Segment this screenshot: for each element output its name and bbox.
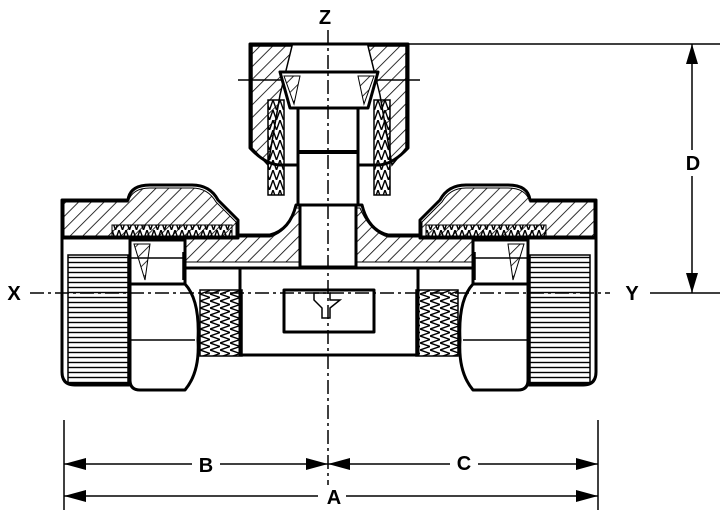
- right-ferrule: [458, 238, 530, 392]
- label-x: X: [7, 283, 21, 305]
- left-threads: [111, 224, 243, 357]
- label-y: Y: [625, 283, 639, 305]
- top-ferrule: [278, 70, 380, 110]
- label-b: B: [199, 455, 213, 477]
- left-nut: [60, 183, 240, 387]
- label-a: A: [327, 487, 341, 509]
- dimension-b-c: [63, 420, 599, 510]
- label-d: D: [686, 153, 700, 175]
- right-threads: [415, 224, 547, 357]
- label-c: C: [457, 453, 471, 475]
- left-ferrule: [128, 238, 200, 392]
- top-threads: [267, 99, 391, 196]
- right-nut: [418, 183, 598, 387]
- label-z: Z: [319, 7, 331, 29]
